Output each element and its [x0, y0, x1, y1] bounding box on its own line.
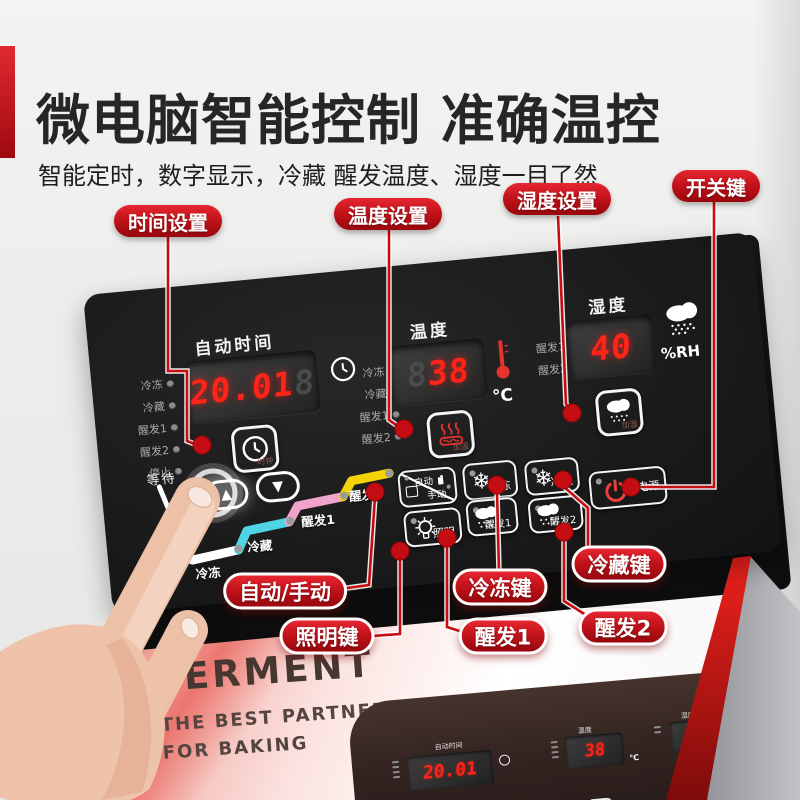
- callout-power-key: 开关键: [672, 170, 760, 202]
- track-step-cold: 冷藏: [246, 537, 274, 555]
- down-arrow-button[interactable]: ▼: [254, 469, 302, 504]
- proof2-label: 醒发2: [549, 514, 577, 529]
- led-row: 冷藏: [117, 397, 177, 418]
- callout-hum-setting: 湿度设置: [503, 183, 611, 215]
- led-row: 冷藏: [339, 384, 398, 405]
- page-subtitle: 智能定时，数字显示，冷藏 醒发温度、湿度一目了然: [38, 162, 598, 190]
- track-step-proof1: 醒发1: [300, 511, 336, 530]
- callout-light-key: 照明键: [279, 617, 375, 655]
- proof1-label: 醒发1: [484, 517, 512, 532]
- cold-button[interactable]: ❄ 冷藏: [523, 456, 581, 497]
- led-row: 冷冻: [115, 375, 174, 396]
- proof2-button[interactable]: 醒发2: [527, 494, 585, 535]
- callout-proof2-key: 醒发2: [578, 608, 668, 646]
- led-row: 醒发1: [119, 419, 179, 440]
- cloud-rain-icon: [537, 503, 559, 525]
- callout-cold-key: 冷藏键: [571, 545, 667, 583]
- led-dot: [172, 445, 181, 453]
- cloud-rain-icon: [606, 398, 630, 422]
- page-title: 微电脑智能控制 准确温控: [36, 89, 661, 152]
- clock-icon: [242, 436, 268, 462]
- power-label: 电源: [636, 478, 661, 494]
- callout-time-setting: 时间设置: [114, 205, 222, 237]
- humidify-button[interactable]: 加湿: [594, 387, 645, 438]
- led-dot: [170, 423, 179, 432]
- led-dot: [394, 432, 402, 441]
- thermometer-icon: [496, 340, 510, 379]
- red-reflection-band: [666, 556, 751, 800]
- callout-proof1-key: 醒发1: [458, 617, 548, 655]
- led-row: 醒发2: [121, 441, 181, 462]
- led-dot: [168, 401, 177, 410]
- down-arrow-icon: ▼: [271, 478, 284, 496]
- cold-label: 冷藏: [550, 474, 574, 490]
- title-accent-bar: [0, 46, 15, 158]
- led-dot: [166, 379, 174, 388]
- clock-set-button[interactable]: 时钟: [230, 423, 281, 474]
- freeze-button[interactable]: ❄ 冷冻: [461, 459, 519, 502]
- power-icon: [605, 479, 627, 502]
- callout-freeze-key: 冷冻键: [452, 568, 548, 606]
- light-label: 照明: [432, 525, 456, 541]
- manual-label: 手动: [426, 488, 447, 502]
- hum-unit: %RH: [660, 341, 701, 364]
- cycle-icon: [405, 485, 419, 498]
- proof1-button[interactable]: 醒发1: [465, 496, 520, 538]
- heat-icon: [439, 422, 464, 446]
- cloud-rain-icon: [666, 302, 698, 336]
- light-button[interactable]: 照明: [402, 506, 463, 548]
- auto-manual-button[interactable]: 自动 手动: [396, 466, 459, 509]
- led-row: 醒发1: [341, 406, 400, 427]
- track-step-freeze: 冷冻: [195, 564, 222, 582]
- callout-auto-manual: 自动/手动: [223, 572, 347, 610]
- cloud-rain-icon: [475, 506, 497, 528]
- temp-display-label: 温度: [409, 319, 451, 344]
- up-arrow-icon: ▲: [220, 486, 233, 504]
- hand-icon: [437, 475, 444, 485]
- track-step-proof2: 醒发2: [348, 485, 384, 505]
- wait-label: 等待: [146, 471, 178, 490]
- power-button[interactable]: 电源: [587, 465, 669, 511]
- led-row: 醒发2: [343, 428, 402, 449]
- callout-temp-setting: 温度设置: [334, 198, 442, 230]
- temp-unit: ℃: [491, 385, 514, 408]
- hum-display: 40: [565, 313, 657, 380]
- freeze-label: 冷冻: [488, 478, 512, 494]
- led-dot: [392, 410, 400, 419]
- heat-button[interactable]: 加温: [425, 409, 476, 460]
- up-arrow-button[interactable]: ▲: [203, 477, 250, 512]
- bulb-icon: [415, 517, 436, 539]
- clock-icon: [330, 356, 356, 382]
- machine-side-panel: [707, 556, 800, 800]
- hum-display-label: 湿度: [587, 295, 630, 319]
